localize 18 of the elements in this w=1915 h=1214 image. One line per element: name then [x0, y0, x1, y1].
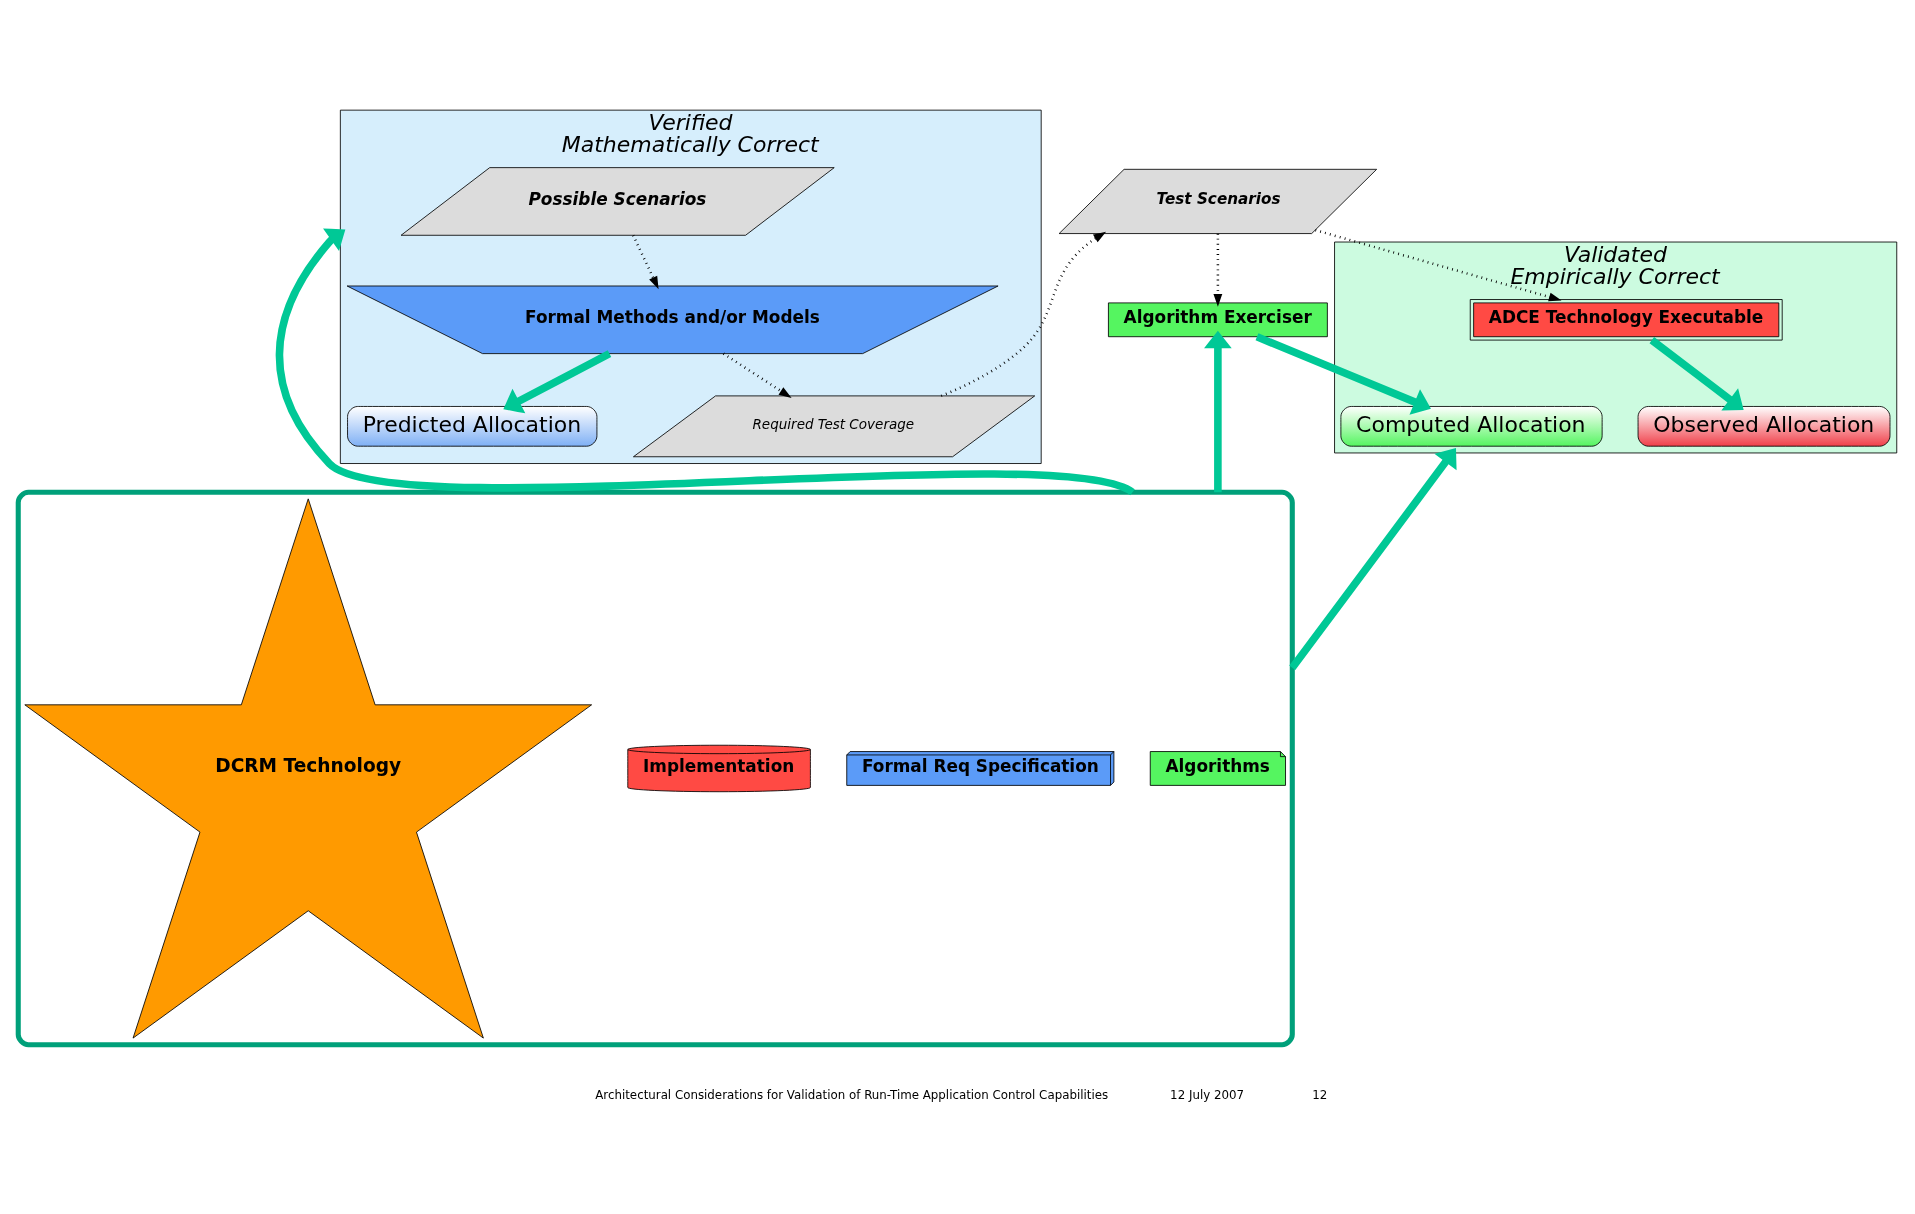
arrow [1289, 448, 1457, 671]
arrow [940, 231, 1107, 398]
node-box: Observed Allocation [1637, 406, 1891, 447]
arrow [275, 228, 1134, 496]
arrow [1213, 233, 1223, 307]
label: 12 July 2007 [1170, 1087, 1245, 1102]
node-box: Algorithm Exerciser [1108, 302, 1328, 338]
label: 12 [1312, 1087, 1328, 1102]
label: Architectural Considerations for Validation of Run-Time Application Control Capabilities [595, 1087, 1109, 1102]
arrow [722, 352, 792, 398]
arrow [1255, 333, 1431, 415]
arrow [1315, 228, 1562, 302]
cluster [15, 489, 1295, 1048]
node-box: Predicted Allocation [347, 406, 598, 447]
arrow [632, 234, 659, 290]
arrow [503, 350, 612, 414]
node-box: Computed Allocation [1340, 406, 1603, 447]
arrow [1649, 337, 1744, 411]
